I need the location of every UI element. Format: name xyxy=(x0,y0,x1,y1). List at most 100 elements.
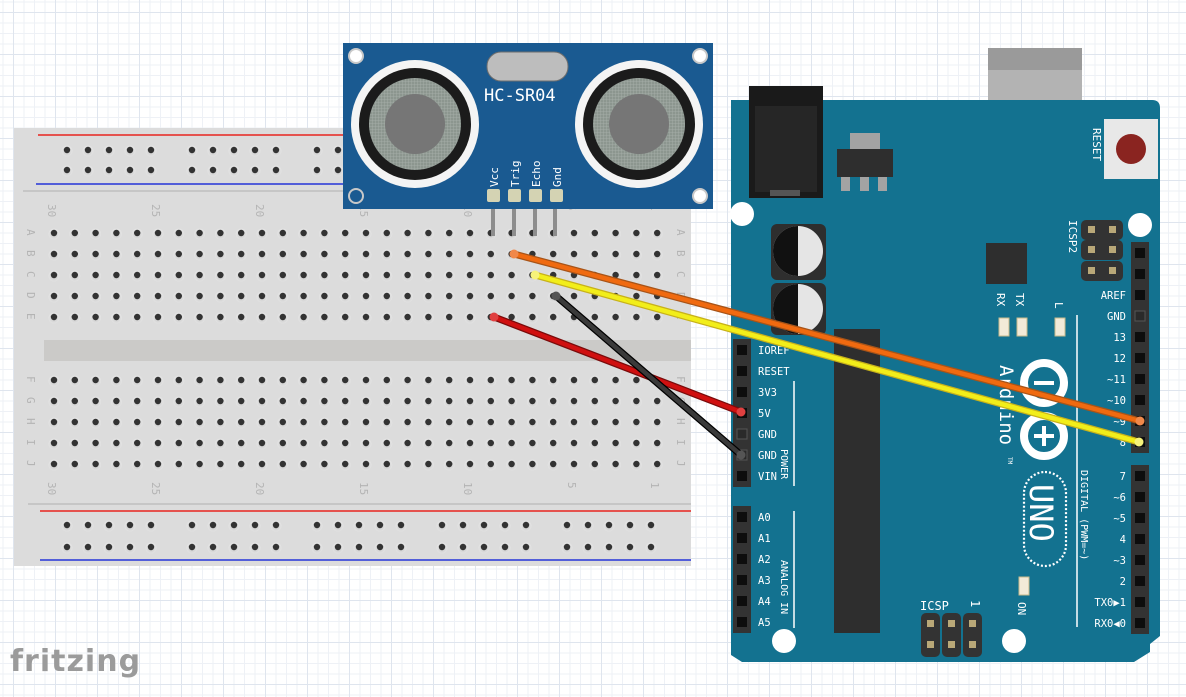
wire-end[interactable] xyxy=(736,407,746,417)
hole-d10[interactable] xyxy=(464,291,476,303)
hole-f27[interactable] xyxy=(110,375,122,387)
hole-h11[interactable] xyxy=(443,417,455,429)
hole-e16[interactable] xyxy=(339,312,351,324)
hole-c2[interactable] xyxy=(630,270,642,282)
bottom-rail-hole[interactable] xyxy=(186,520,198,532)
hole-i13[interactable] xyxy=(402,438,414,450)
hole-f18[interactable] xyxy=(298,375,310,387)
hole-j1[interactable] xyxy=(651,459,663,471)
sensor-pin-vcc[interactable] xyxy=(487,189,500,202)
bottom-rail-hole[interactable] xyxy=(561,520,573,532)
top-rail-hole[interactable] xyxy=(249,165,261,177)
hole-a18[interactable] xyxy=(298,228,310,240)
hole-a11[interactable] xyxy=(443,228,455,240)
hole-i15[interactable] xyxy=(360,438,372,450)
hole-b20[interactable] xyxy=(256,249,268,261)
bottom-rail-hole[interactable] xyxy=(436,520,448,532)
hole-b17[interactable] xyxy=(318,249,330,261)
hole-d12[interactable] xyxy=(422,291,434,303)
hole-c12[interactable] xyxy=(422,270,434,282)
hole-f22[interactable] xyxy=(214,375,226,387)
bottom-rail-hole[interactable] xyxy=(228,542,240,554)
hole-d13[interactable] xyxy=(402,291,414,303)
hole-d18[interactable] xyxy=(298,291,310,303)
hole-a4[interactable] xyxy=(589,228,601,240)
top-rail-hole[interactable] xyxy=(270,145,282,157)
hole-i21[interactable] xyxy=(235,438,247,450)
arduino-uno[interactable]: RESET ICSP2 R xyxy=(730,48,1160,662)
hole-i3[interactable] xyxy=(610,438,622,450)
hole-e2[interactable] xyxy=(630,312,642,324)
hole-f20[interactable] xyxy=(256,375,268,387)
hole-h19[interactable] xyxy=(277,417,289,429)
hole-a23[interactable] xyxy=(194,228,206,240)
hole-g8[interactable] xyxy=(506,396,518,408)
hole-e20[interactable] xyxy=(256,312,268,324)
hole-b11[interactable] xyxy=(443,249,455,261)
hole-j10[interactable] xyxy=(464,459,476,471)
hole-j4[interactable] xyxy=(589,459,601,471)
digital-header-high-pin[interactable] xyxy=(1135,374,1145,384)
digital-header-low-pin[interactable] xyxy=(1135,597,1145,607)
hole-g28[interactable] xyxy=(90,396,102,408)
digital-header-high-pin[interactable] xyxy=(1135,353,1145,363)
digital-header-low-pin[interactable] xyxy=(1135,555,1145,565)
power-header-pin[interactable] xyxy=(737,345,747,355)
hole-b29[interactable] xyxy=(69,249,81,261)
hole-j9[interactable] xyxy=(485,459,497,471)
hole-h6[interactable] xyxy=(547,417,559,429)
hole-a14[interactable] xyxy=(381,228,393,240)
hole-g26[interactable] xyxy=(131,396,143,408)
hole-e14[interactable] xyxy=(381,312,393,324)
hole-a30[interactable] xyxy=(48,228,60,240)
wire-end[interactable] xyxy=(736,450,746,460)
analog-header-pin[interactable] xyxy=(737,554,747,564)
hole-f24[interactable] xyxy=(173,375,185,387)
hole-b21[interactable] xyxy=(235,249,247,261)
analog-header-pin[interactable] xyxy=(737,596,747,606)
hole-i6[interactable] xyxy=(547,438,559,450)
hole-c15[interactable] xyxy=(360,270,372,282)
hole-a29[interactable] xyxy=(69,228,81,240)
sensor-pin-gnd[interactable] xyxy=(550,189,563,202)
hole-h27[interactable] xyxy=(110,417,122,429)
hole-b6[interactable] xyxy=(547,249,559,261)
hole-a15[interactable] xyxy=(360,228,372,240)
hole-c13[interactable] xyxy=(402,270,414,282)
hole-b5[interactable] xyxy=(568,249,580,261)
hole-g21[interactable] xyxy=(235,396,247,408)
top-rail-hole[interactable] xyxy=(228,165,240,177)
hole-h18[interactable] xyxy=(298,417,310,429)
hole-a2[interactable] xyxy=(630,228,642,240)
digital-header-low-pin[interactable] xyxy=(1135,618,1145,628)
hole-a21[interactable] xyxy=(235,228,247,240)
hole-e13[interactable] xyxy=(402,312,414,324)
hole-a27[interactable] xyxy=(110,228,122,240)
top-rail-hole[interactable] xyxy=(124,165,136,177)
hole-h25[interactable] xyxy=(152,417,164,429)
hole-b16[interactable] xyxy=(339,249,351,261)
hole-d30[interactable] xyxy=(48,291,60,303)
bottom-rail-hole[interactable] xyxy=(645,542,657,554)
hole-i5[interactable] xyxy=(568,438,580,450)
hole-c26[interactable] xyxy=(131,270,143,282)
analog-header-pin[interactable] xyxy=(737,575,747,585)
hole-g16[interactable] xyxy=(339,396,351,408)
hole-i30[interactable] xyxy=(48,438,60,450)
hole-b26[interactable] xyxy=(131,249,143,261)
hole-j30[interactable] xyxy=(48,459,60,471)
hole-h24[interactable] xyxy=(173,417,185,429)
wire-end[interactable] xyxy=(530,270,540,280)
hole-c18[interactable] xyxy=(298,270,310,282)
top-rail-hole[interactable] xyxy=(332,165,344,177)
bottom-rail-hole[interactable] xyxy=(145,542,157,554)
hole-e6[interactable] xyxy=(547,312,559,324)
hole-j20[interactable] xyxy=(256,459,268,471)
hole-d20[interactable] xyxy=(256,291,268,303)
hole-b14[interactable] xyxy=(381,249,393,261)
hole-e29[interactable] xyxy=(69,312,81,324)
hole-f17[interactable] xyxy=(318,375,330,387)
hole-j25[interactable] xyxy=(152,459,164,471)
digital-header-low-pin[interactable] xyxy=(1135,534,1145,544)
hole-f4[interactable] xyxy=(589,375,601,387)
